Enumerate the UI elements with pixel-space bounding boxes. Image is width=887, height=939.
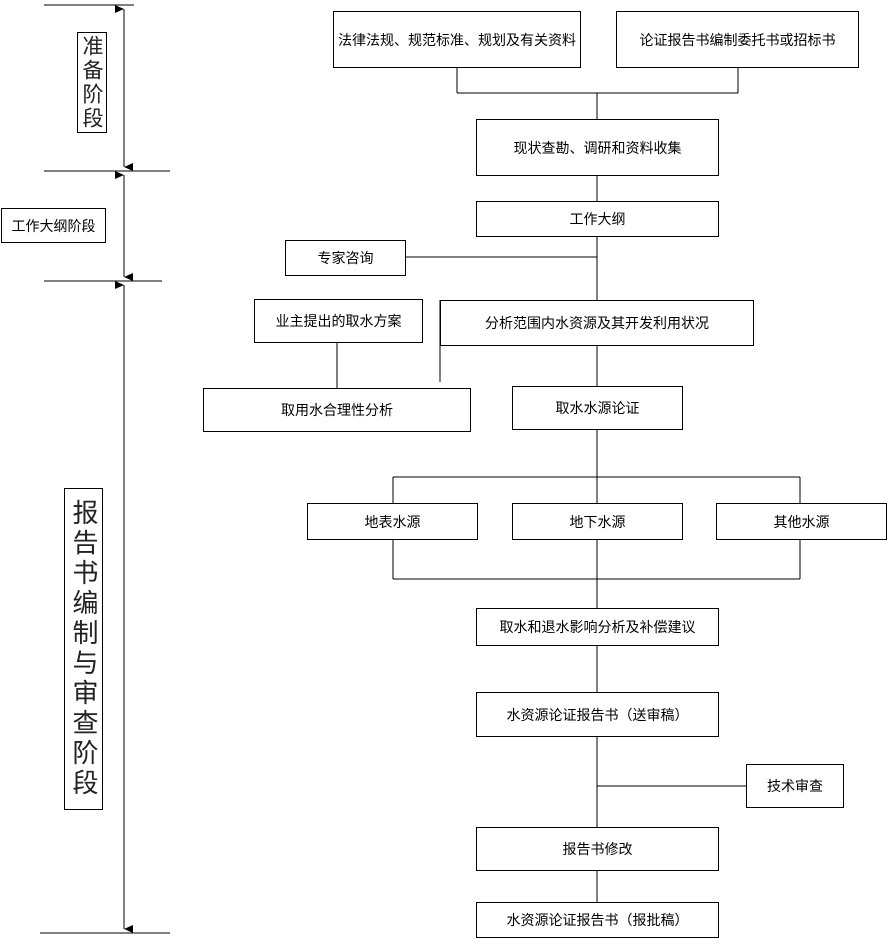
node-owner-plan: 业主提出的取水方案: [254, 299, 423, 343]
node-revise: 报告书修改: [476, 827, 719, 871]
node-analysis: 分析范围内水资源及其开发利用状况: [440, 300, 754, 346]
node-other: 其他水源: [716, 503, 887, 540]
node-source-demo: 取水水源论证: [512, 386, 683, 430]
node-tech-review: 技术审查: [746, 764, 844, 808]
node-draft-review: 水资源论证报告书（送审稿）: [476, 692, 719, 737]
node-laws: 法律法规、规范标准、规划及有关资料: [333, 11, 581, 68]
node-impact: 取水和退水影响分析及补偿建议: [476, 608, 719, 646]
stage-label-report: 报告书编制与审查阶段: [64, 488, 103, 810]
node-ground: 地下水源: [512, 503, 683, 540]
node-rationality: 取用水合理性分析: [203, 388, 471, 432]
node-survey: 现状查勘、调研和资料收集: [476, 119, 719, 176]
node-outline: 工作大纲: [476, 201, 719, 237]
node-expert: 专家咨询: [285, 240, 406, 276]
node-commission: 论证报告书编制委托书或招标书: [616, 11, 859, 68]
stage-label-outline: 工作大纲阶段: [1, 208, 106, 243]
node-draft-approve: 水资源论证报告书（报批稿）: [476, 902, 719, 938]
node-surface: 地表水源: [307, 503, 478, 540]
stage-label-prepare: 准备阶段: [77, 32, 107, 133]
